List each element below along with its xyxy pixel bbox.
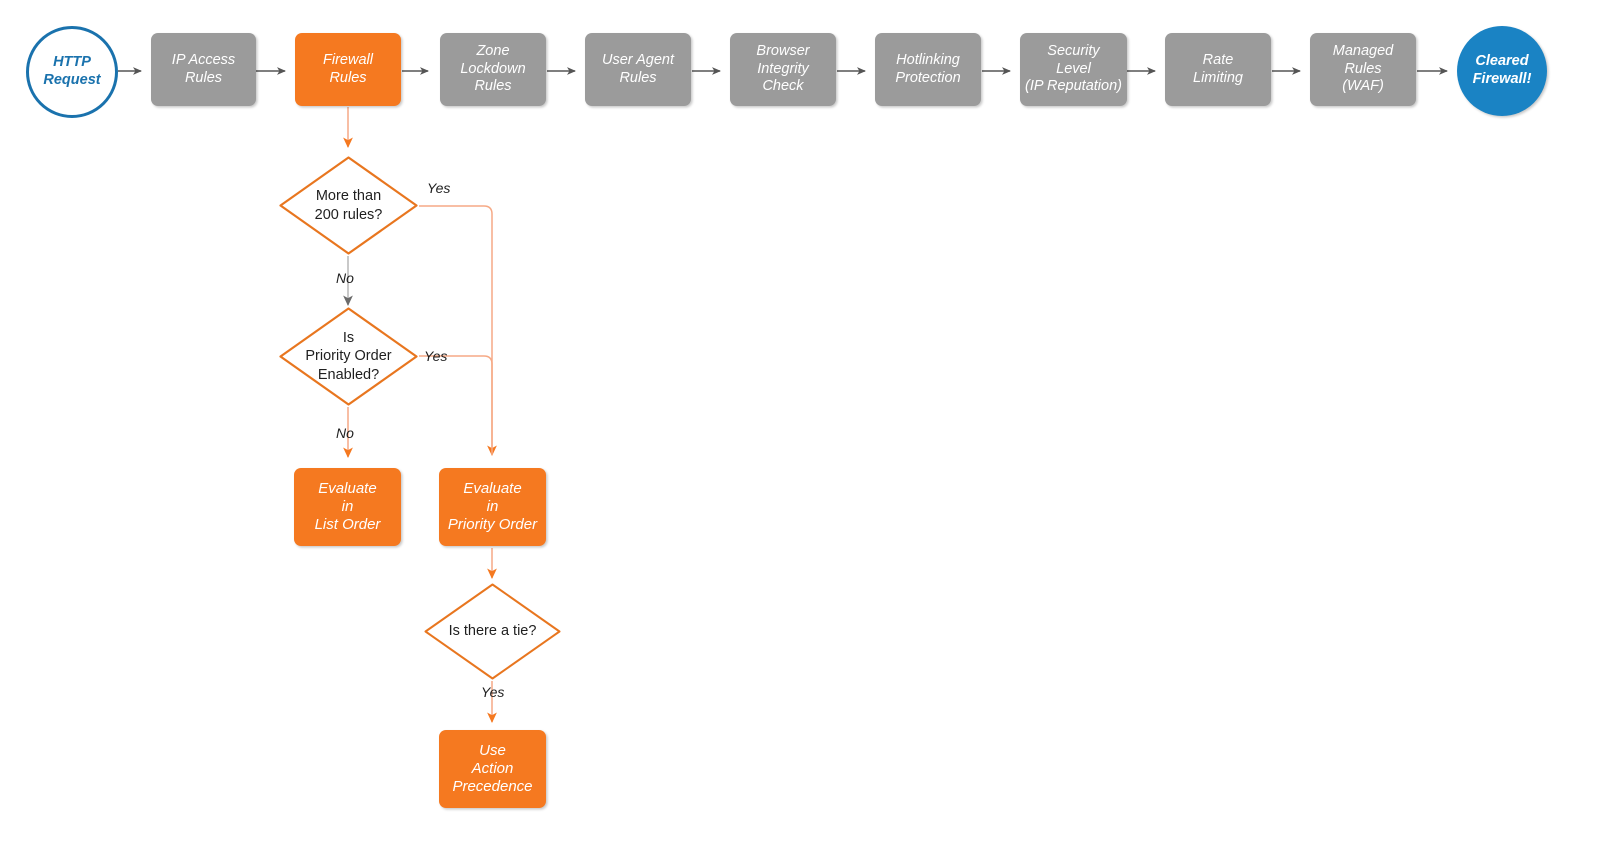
node-label: Zone Lockdown Rules <box>460 42 526 95</box>
node-firewall-rules[interactable]: Firewall Rules <box>295 33 401 106</box>
diamond-shape <box>279 307 418 406</box>
decision-label: Is Priority Order Enabled? <box>305 330 392 383</box>
node-zone-lockdown-rules[interactable]: Zone Lockdown Rules <box>440 33 546 106</box>
node-label: User Agent Rules <box>602 51 674 86</box>
node-hotlinking-protection[interactable]: Hotlinking Protection <box>875 33 981 106</box>
node-label: Use Action Precedence <box>452 741 533 796</box>
edge-label-priority-yes: Yes <box>424 348 448 364</box>
node-user-agent-rules[interactable]: User Agent Rules <box>585 33 691 106</box>
node-rate-limiting[interactable]: Rate Limiting <box>1165 33 1271 106</box>
action-use-action-precedence[interactable]: Use Action Precedence <box>439 730 546 808</box>
node-cleared-firewall[interactable]: Cleared Firewall! <box>1457 26 1547 116</box>
edge-label-rule-count-yes: Yes <box>427 180 451 196</box>
node-label: IP Access Rules <box>171 51 236 86</box>
node-ip-access-rules[interactable]: IP Access Rules <box>151 33 256 106</box>
decision-tie[interactable]: Is there a tie? <box>423 582 562 681</box>
diamond-shape <box>279 156 418 255</box>
node-label: Rate Limiting <box>1193 51 1243 86</box>
node-label: Hotlinking Protection <box>895 51 961 86</box>
decision-label: Is there a tie? <box>448 623 537 640</box>
diamond-shape <box>424 583 561 680</box>
node-label: HTTP Request <box>43 54 101 88</box>
edge-label-tie-yes: Yes <box>481 684 505 700</box>
decision-rule-count[interactable]: More than 200 rules? <box>278 155 419 256</box>
edge-label-priority-no: No <box>336 425 354 441</box>
node-managed-rules-waf[interactable]: Managed Rules (WAF) <box>1310 33 1416 106</box>
node-label: Firewall Rules <box>323 51 373 86</box>
node-http-request[interactable]: HTTP Request <box>26 26 118 118</box>
decision-label: More than 200 rules? <box>314 188 383 223</box>
node-label: Browser Integrity Check <box>756 42 810 95</box>
node-label: Managed Rules (WAF) <box>1332 42 1394 95</box>
node-label: Evaluate in List Order <box>314 479 381 534</box>
node-label: Evaluate in Priority Order <box>447 479 538 534</box>
node-browser-integrity-check[interactable]: Browser Integrity Check <box>730 33 836 106</box>
action-evaluate-priority-order[interactable]: Evaluate in Priority Order <box>439 468 546 546</box>
node-label: Security Level (IP Reputation) <box>1025 42 1122 95</box>
decision-priority-order[interactable]: Is Priority Order Enabled? <box>278 306 419 407</box>
edge-label-rule-count-no: No <box>336 270 354 286</box>
action-evaluate-list-order[interactable]: Evaluate in List Order <box>294 468 401 546</box>
node-label: Cleared Firewall! <box>1472 53 1532 87</box>
node-security-level[interactable]: Security Level (IP Reputation) <box>1020 33 1127 106</box>
